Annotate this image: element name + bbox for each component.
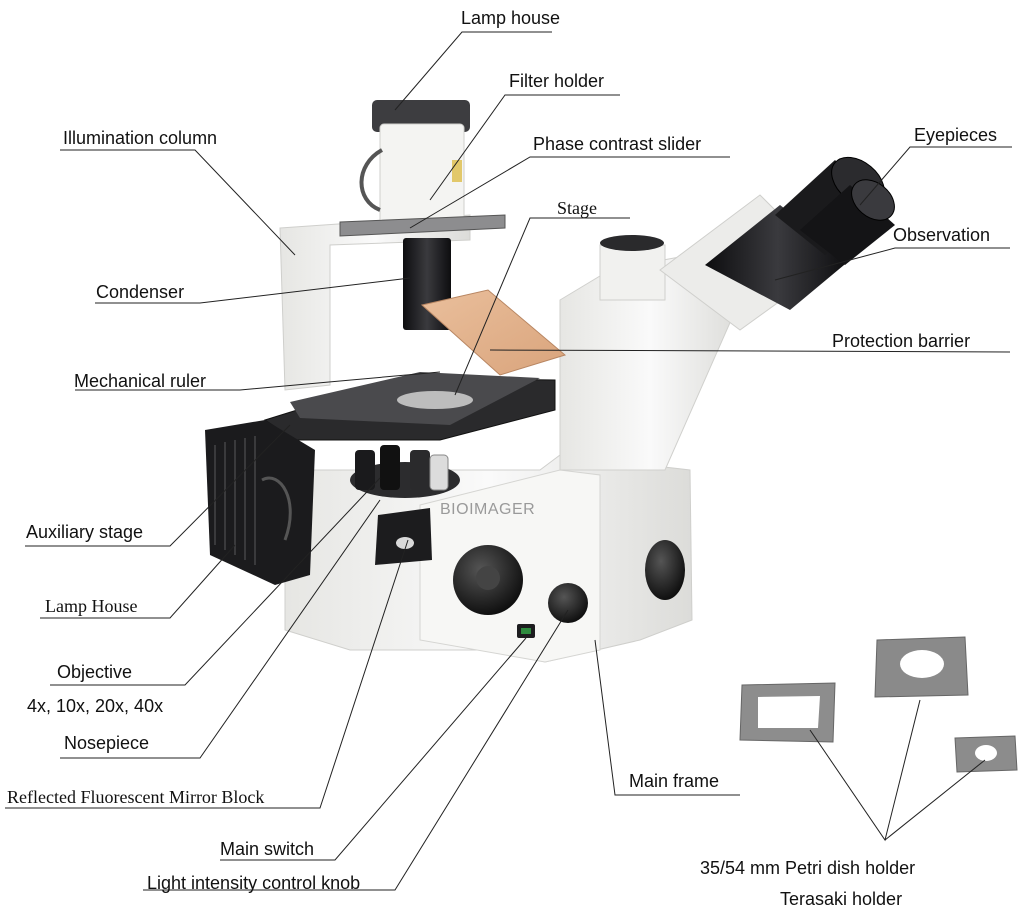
rear-knob-shape [645,540,685,600]
label-condenser: Condenser [96,282,185,302]
label-mechanical-ruler: Mechanical ruler [74,371,207,391]
nosepiece-shape [350,445,460,498]
eyepieces-shape [775,156,895,265]
leader-phase-contrast-slider [409,156,730,229]
label-objective-magnifications: 4x, 10x, 20x, 40x [27,696,164,716]
label-nosepiece: Nosepiece [64,733,150,753]
label-objective: Objective [57,662,133,682]
leader-main-switch [220,637,527,861]
label-lamp-house-top: Lamp house [461,8,561,28]
observation-head [705,205,850,310]
label-filter-holder: Filter holder [509,71,605,91]
leader-auxiliary-stage [25,424,291,547]
leader-mechanical-ruler [75,371,441,391]
lamp-house-vents [214,436,256,565]
label-reflected-fluorescent-mirror-block: Reflected Fluorescent Mirror Block [7,787,265,807]
label-eyepieces: Eyepieces [914,125,998,145]
trinocular-port-cap [600,235,664,251]
protection-barrier-shape [420,289,567,376]
label-lamp-house-bottom: Lamp House [45,596,138,616]
label-terasaki-holder: Terasaki holder [780,889,903,909]
label-observation: Observation [893,225,991,245]
leader-main-frame [594,639,740,796]
leader-eyepieces [859,146,1012,206]
leader-lamp-house-bottom [40,544,236,619]
leader-stage [454,217,630,396]
label-main-frame: Main frame [629,771,720,791]
brand-watermark: BIOIMAGER [440,501,536,518]
leader-objective [50,477,381,686]
microscope-body [205,100,895,663]
illumination-column-shape [279,214,471,391]
lamp-house-top-shape [359,100,470,225]
leader-light-knob [143,609,569,891]
label-illumination-column: Illumination column [63,128,218,148]
leader-protection-barrier [489,349,1011,353]
leader-filter-holder [429,94,620,201]
label-phase-contrast-slider: Phase contrast slider [533,134,702,154]
lamp-house-box [205,420,315,585]
leader-illumination-column [60,149,296,256]
accessory-holders [739,636,1018,773]
leader-mirror-block [5,539,409,809]
label-stage: Stage [557,198,597,218]
label-light-intensity-control-knob: Light intensity control knob [147,873,361,893]
label-main-switch: Main switch [220,839,315,859]
leader-holders-2 [884,759,986,841]
label-petri-dish-holder: 35/54 mm Petri dish holder [700,858,916,878]
trinocular-port [599,244,666,301]
leader-condenser [95,277,411,304]
light-knob-shape [548,583,588,623]
mirror-block-shape [375,508,432,565]
leader-lamp-house-top [394,31,552,111]
label-protection-barrier: Protection barrier [832,331,971,351]
leader-observation [774,247,1010,281]
phase-contrast-slider-shape [339,214,506,237]
leader-lines [5,31,1012,891]
leader-nosepiece [60,499,381,759]
label-auxiliary-stage: Auxiliary stage [26,522,144,542]
stage-opening [397,391,473,409]
